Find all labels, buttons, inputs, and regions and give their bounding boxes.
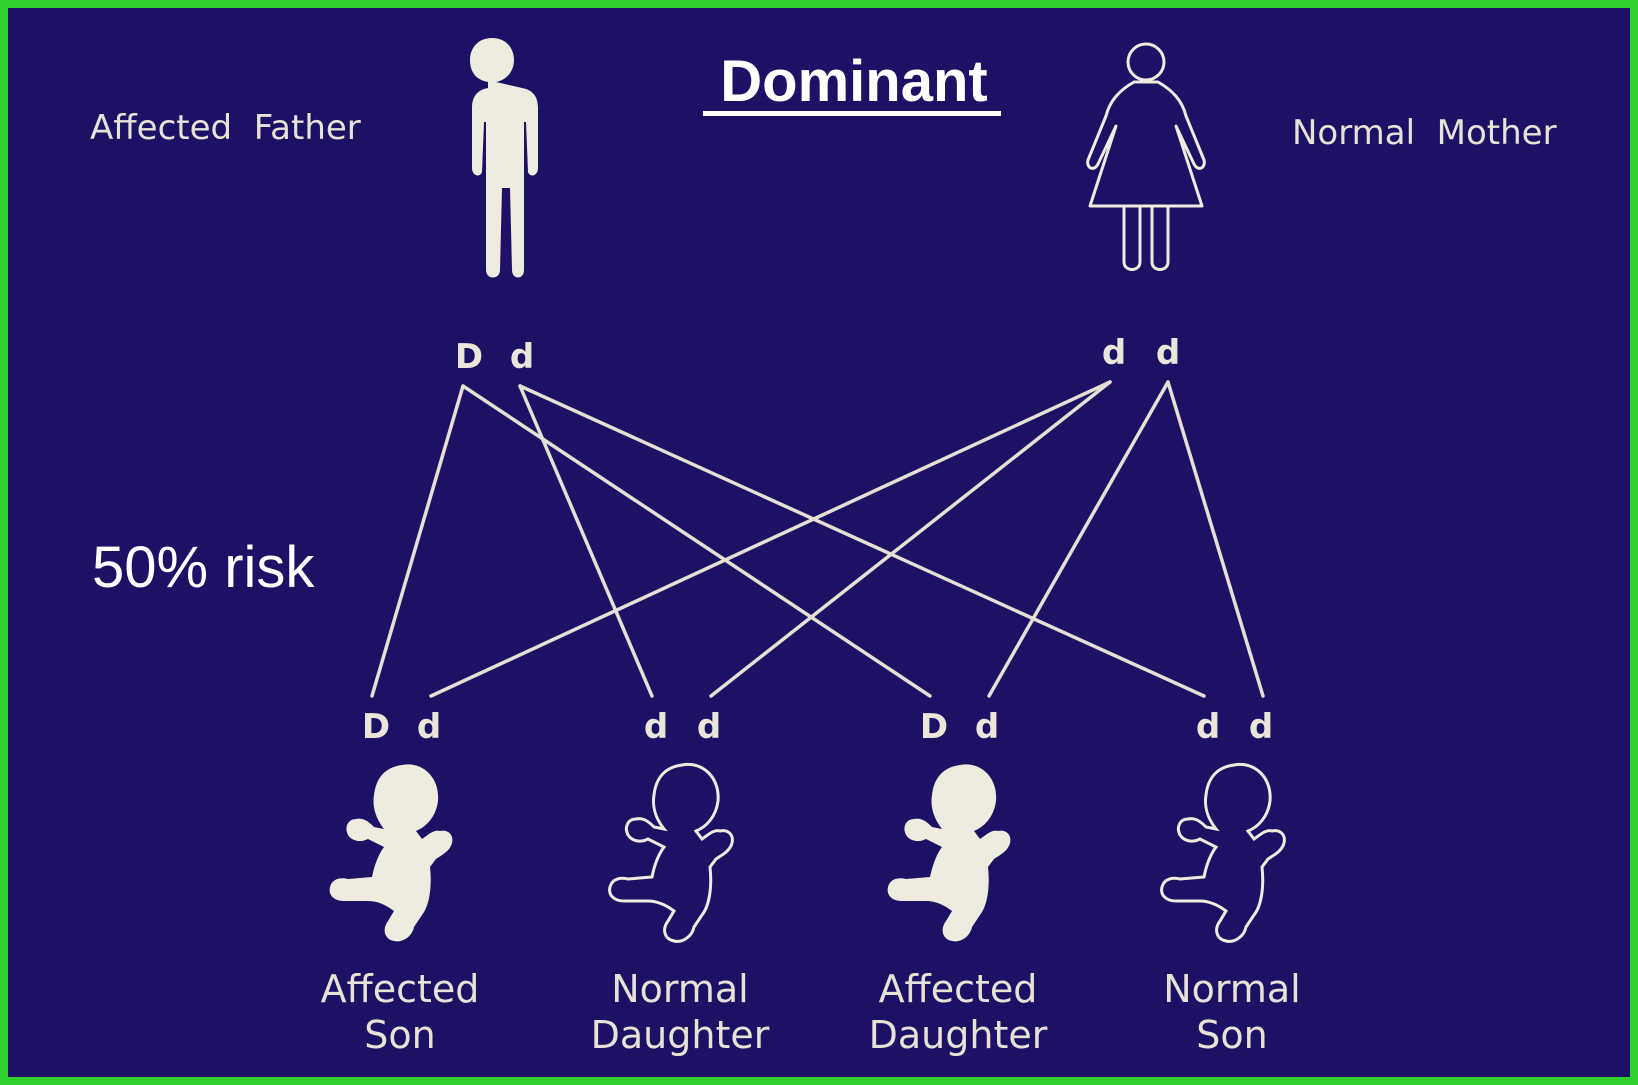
line-mother-to-child-3 <box>987 380 1170 698</box>
child-1-label-line1: Affected <box>321 967 480 1011</box>
child-4-label-line2: Son <box>1196 1013 1267 1057</box>
child-2-baby-icon <box>608 762 734 943</box>
child-2-label-line2: Daughter <box>591 1013 770 1057</box>
title-underline <box>703 111 1001 116</box>
child-3-label-line1: Affected <box>879 967 1038 1011</box>
child-1-allele-2: d <box>417 707 441 747</box>
child-1-label-line2: Son <box>364 1013 435 1057</box>
figures <box>329 38 1286 943</box>
mother-allele-1: d <box>1102 333 1126 373</box>
mother-label: Normal Mother <box>1292 113 1557 153</box>
inheritance-lines <box>370 380 1265 698</box>
child-1-baby-icon <box>329 764 453 942</box>
child-3-baby-icon <box>887 764 1011 942</box>
line-mother-to-child-1 <box>429 380 1112 698</box>
child-3-label-line2: Daughter <box>869 1013 1048 1057</box>
father-figure-icon <box>470 38 538 278</box>
line-mother-to-child-4 <box>1166 380 1265 698</box>
line-father-to-child-3 <box>461 384 932 698</box>
child-4-allele-2: d <box>1249 707 1273 747</box>
child-4-allele-1: d <box>1196 707 1220 747</box>
child-2-label-line1: Normal <box>611 967 749 1011</box>
father-allele-1: D <box>455 337 483 377</box>
risk-label: 50% risk <box>92 535 315 600</box>
child-4-baby-icon <box>1160 762 1286 943</box>
line-mother-to-child-2 <box>709 380 1112 698</box>
child-2-allele-1: d <box>644 707 668 747</box>
labels: Dominant 50% risk Affected Father Normal… <box>90 49 1557 1057</box>
child-1-allele-1: D <box>362 707 390 747</box>
father-allele-2: d <box>510 337 534 377</box>
line-father-to-child-1 <box>370 384 465 698</box>
mother-figure-icon <box>1086 42 1206 271</box>
child-2-allele-2: d <box>697 707 721 747</box>
child-3-allele-1: D <box>920 707 948 747</box>
diagram-title: Dominant <box>720 49 987 114</box>
child-3-allele-2: d <box>975 707 999 747</box>
line-father-to-child-4 <box>518 384 1206 698</box>
father-label: Affected Father <box>90 108 361 148</box>
mother-allele-2: d <box>1156 333 1180 373</box>
line-father-to-child-2 <box>518 384 654 698</box>
child-4-label-line1: Normal <box>1163 967 1301 1011</box>
